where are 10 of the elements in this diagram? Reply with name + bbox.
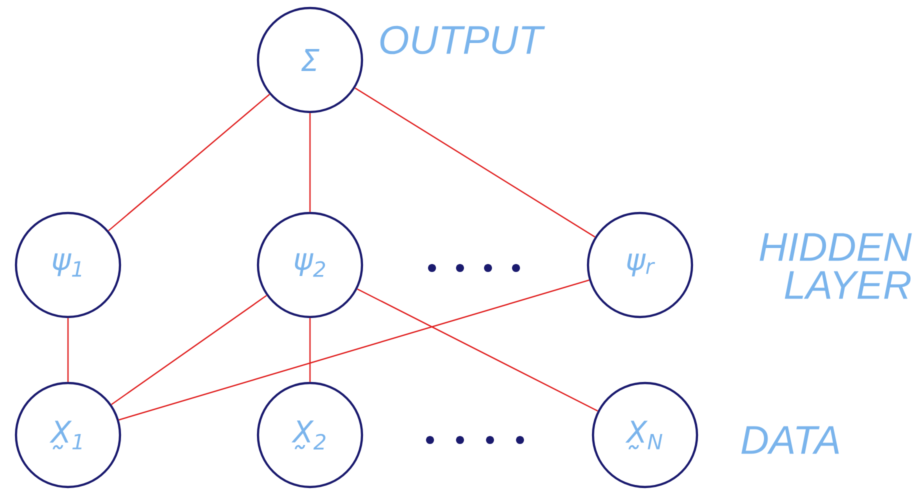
layer-label: HIDDEN LAYER [760, 233, 912, 299]
connection-line [309, 113, 311, 212]
connection-line [67, 318, 69, 382]
connection-line [118, 280, 590, 420]
connection-line [111, 295, 267, 406]
connection-line [108, 94, 270, 232]
connection-line [357, 288, 598, 412]
connection-line [354, 87, 596, 238]
layer-label: DATA [741, 426, 839, 454]
connection-line [309, 318, 311, 382]
